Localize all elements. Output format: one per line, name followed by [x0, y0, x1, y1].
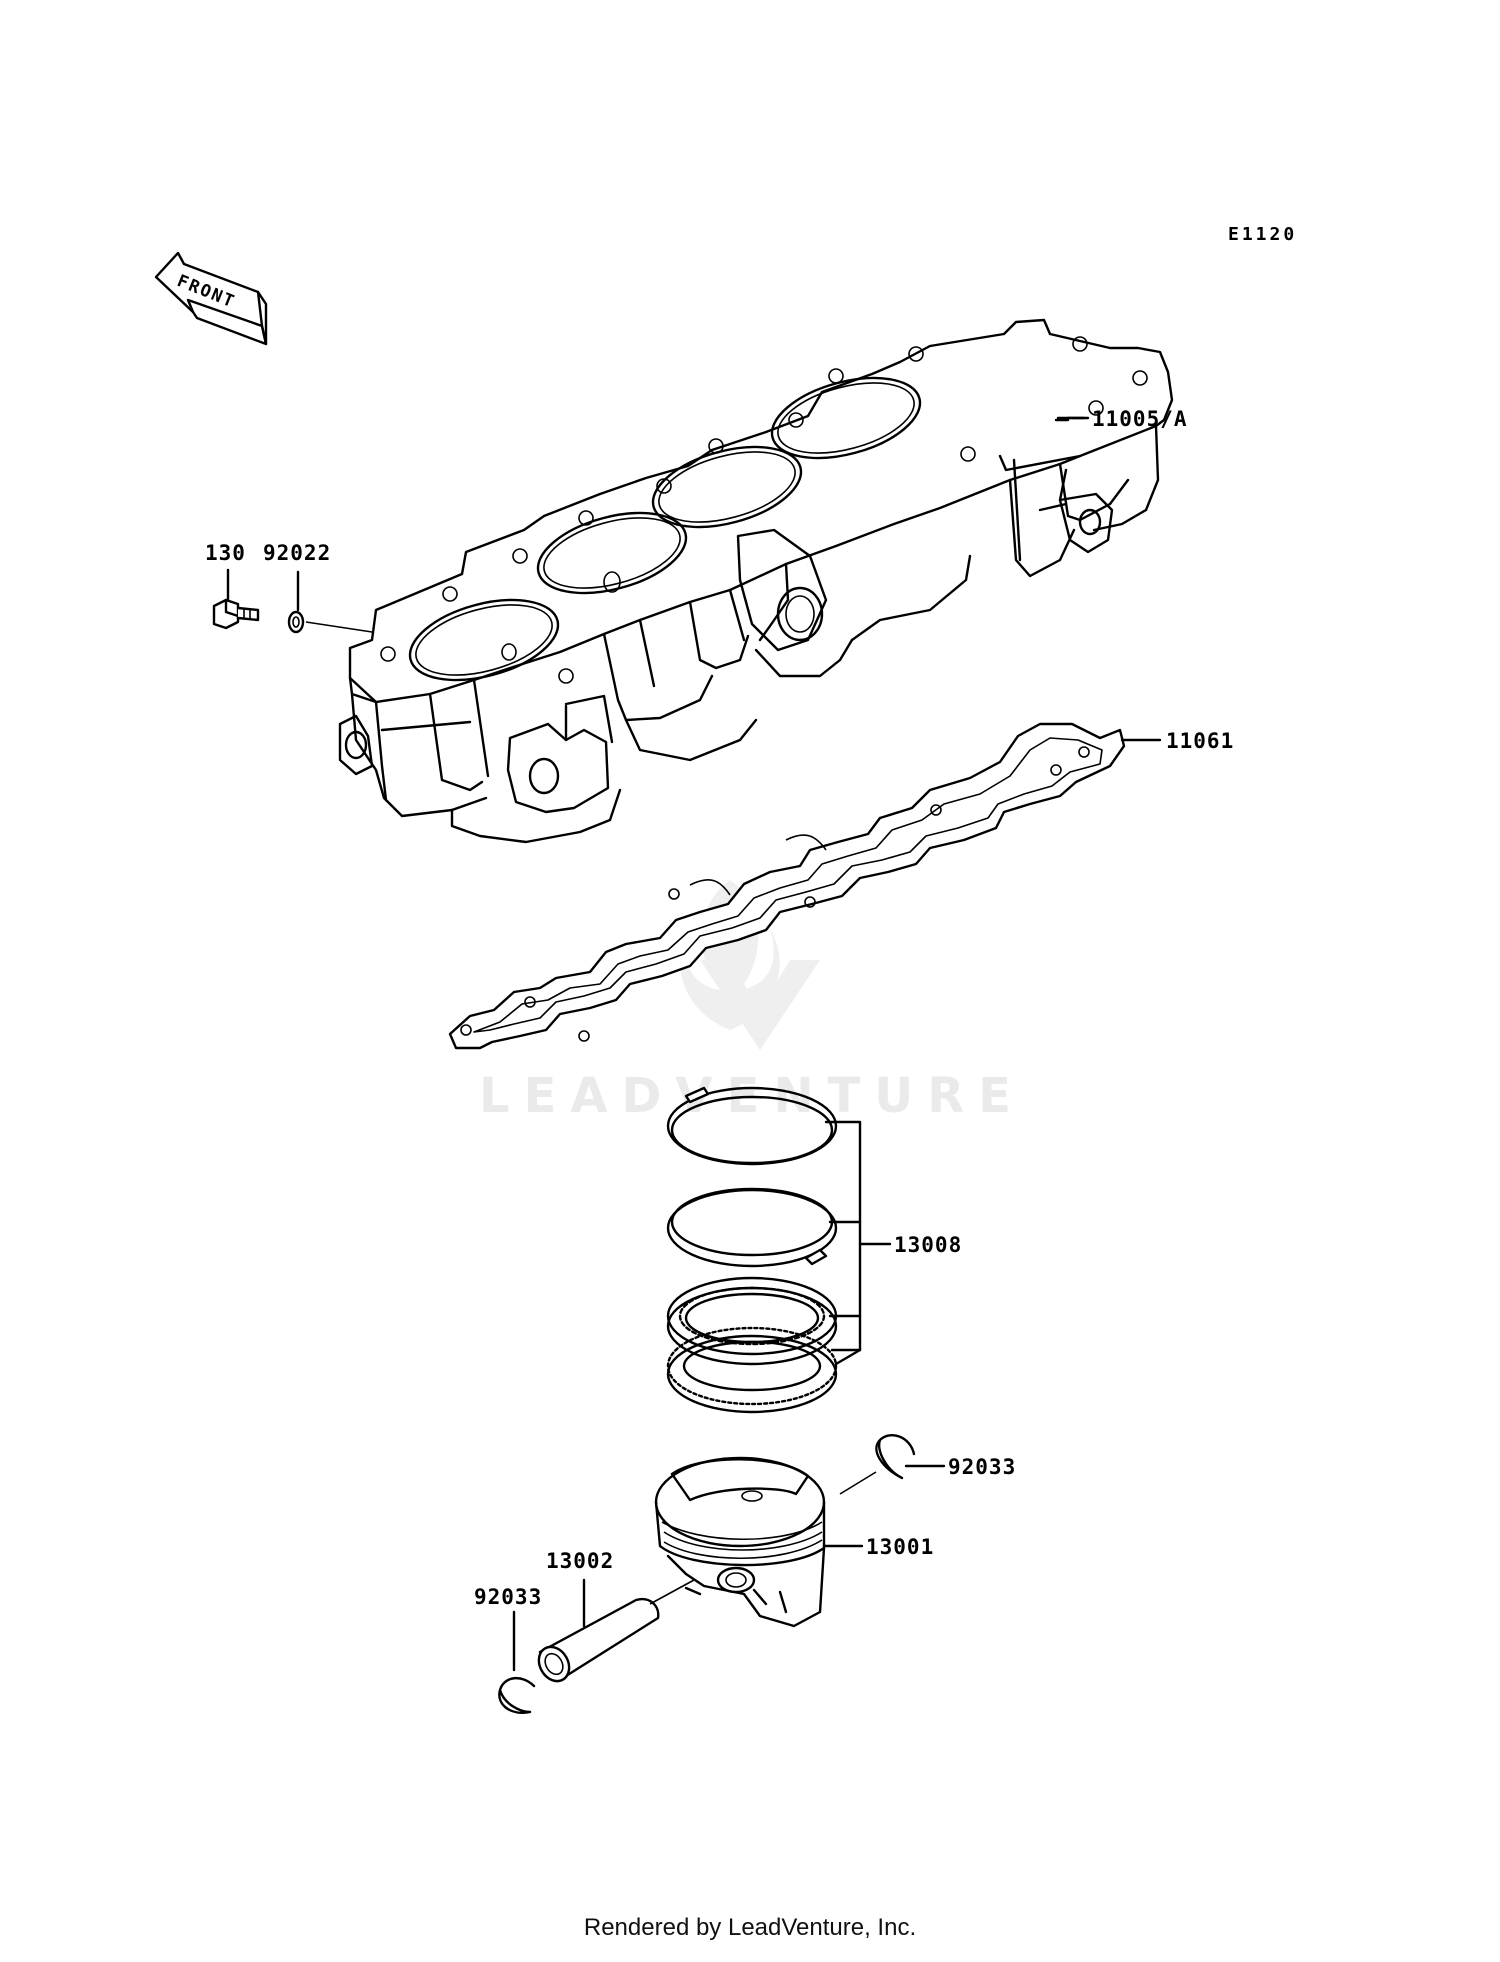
leader-washer-right [305, 621, 373, 633]
leader-rings [824, 1120, 892, 1366]
callout-gasket: 11061 [1166, 729, 1234, 753]
head-gasket [448, 722, 1126, 1050]
callout-piston: 13001 [866, 1535, 934, 1559]
piston-rings [666, 1086, 838, 1414]
bolt-130 [212, 598, 260, 630]
front-arrow-icon: FRONT [154, 251, 268, 346]
footer-credit: Rendered by LeadVenture, Inc. [583, 1914, 917, 1941]
diagram-code: E1120 [1228, 224, 1297, 245]
callout-clip-left: 92033 [474, 1585, 542, 1609]
callout-pin: 13002 [546, 1549, 614, 1573]
callout-washer: 92022 [263, 541, 331, 565]
piston [654, 1456, 826, 1628]
callout-ring-set: 13008 [894, 1233, 962, 1257]
clip-left [498, 1677, 536, 1714]
clip-right [875, 1434, 916, 1480]
washer-92022 [287, 610, 305, 634]
callout-cylinder: 11005/A [1092, 407, 1188, 431]
leader-pin-piston [649, 1579, 695, 1605]
piston-pin [537, 1597, 660, 1683]
leader-clip-right-pin [839, 1471, 877, 1495]
callout-clip-right: 92033 [948, 1455, 1016, 1479]
callout-bolt: 130 [205, 541, 246, 565]
cylinder-block [338, 318, 1174, 844]
